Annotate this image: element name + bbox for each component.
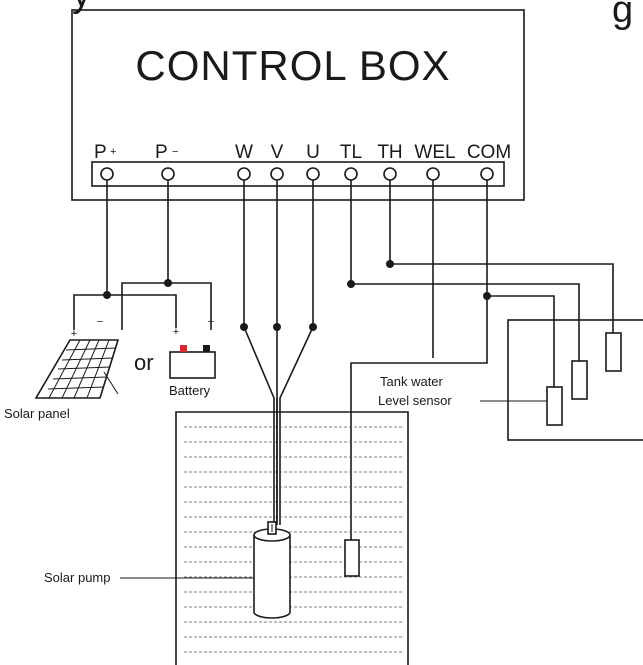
sensor-wiring <box>347 180 614 540</box>
well <box>175 411 409 665</box>
junction-negative <box>164 279 172 287</box>
or-label: or <box>134 350 154 375</box>
tank-sensor-label-line2: Level sensor <box>378 393 452 408</box>
wire-w-to-pump <box>243 326 275 525</box>
terminal-screw-th <box>383 167 397 181</box>
terminal-label-tl: TL <box>340 142 362 163</box>
solar-pump <box>253 398 291 619</box>
tank-sensor-low <box>571 360 588 400</box>
well-walls <box>175 411 409 665</box>
wire-u-to-pump <box>279 326 314 525</box>
terminal-screw-w <box>237 167 251 181</box>
terminal-screw-wel <box>426 167 440 181</box>
terminal-screw-com <box>480 167 494 181</box>
pump-bottom <box>253 611 291 619</box>
header-partial-left: y <box>72 0 91 15</box>
control-box-title: CONTROL BOX <box>135 42 450 89</box>
battery-negative-terminal <box>203 345 210 352</box>
terminal-screw-p-minus <box>161 167 175 181</box>
solar-panel-minus: − <box>97 316 103 328</box>
water-tank <box>507 319 643 441</box>
terminal-strip <box>91 161 505 187</box>
motor-wiring <box>240 180 317 525</box>
terminal-sign-plus: + <box>110 146 116 158</box>
battery: + − Battery <box>169 316 216 398</box>
wire-com-tank <box>486 180 555 387</box>
terminal-label-p-plus: P <box>94 142 107 163</box>
solar-panel-label: Solar panel <box>4 406 70 421</box>
tank-sensor-common <box>546 386 563 426</box>
terminal-label-u: U <box>306 142 320 163</box>
terminal-sign-minus: − <box>172 146 178 158</box>
terminal-screw-p-plus <box>100 167 114 181</box>
wire-com-well <box>350 296 488 540</box>
well-level-sensor <box>344 539 360 577</box>
control-box <box>71 9 525 201</box>
terminal-label-w: W <box>235 142 253 163</box>
header-partial-right: g <box>612 0 633 31</box>
solar-panel-plus: + <box>71 328 77 340</box>
power-wiring <box>73 180 212 330</box>
pump-label: Solar pump <box>44 570 110 585</box>
tank-sensor-high <box>605 332 622 372</box>
solar-panel-frame <box>34 339 120 399</box>
battery-label: Battery <box>169 383 211 398</box>
solar-panel: + − Solar panel <box>4 316 120 421</box>
battery-body <box>169 351 216 379</box>
terminal-label-wel: WEL <box>414 142 455 163</box>
junction-positive <box>103 291 111 299</box>
terminal-screws <box>100 167 494 181</box>
terminal-labels: P + P − W V U TL TH WEL COM <box>94 142 511 163</box>
wire-tl <box>350 180 580 361</box>
terminal-screw-u <box>306 167 320 181</box>
terminal-label-com: COM <box>467 142 511 163</box>
terminal-screw-v <box>270 167 284 181</box>
terminal-screw-tl <box>344 167 358 181</box>
wire-th <box>389 180 614 333</box>
battery-plus: + <box>173 326 179 338</box>
terminal-label-v: V <box>271 142 284 163</box>
battery-positive-terminal <box>180 345 187 352</box>
tank-sensor-label-line1: Tank water <box>380 374 444 389</box>
wire-negative-bus <box>121 282 212 330</box>
battery-minus: − <box>208 316 214 328</box>
terminal-label-p-minus: P <box>155 142 168 163</box>
wire-positive-bus <box>73 294 177 330</box>
terminal-label-th: TH <box>377 142 402 163</box>
